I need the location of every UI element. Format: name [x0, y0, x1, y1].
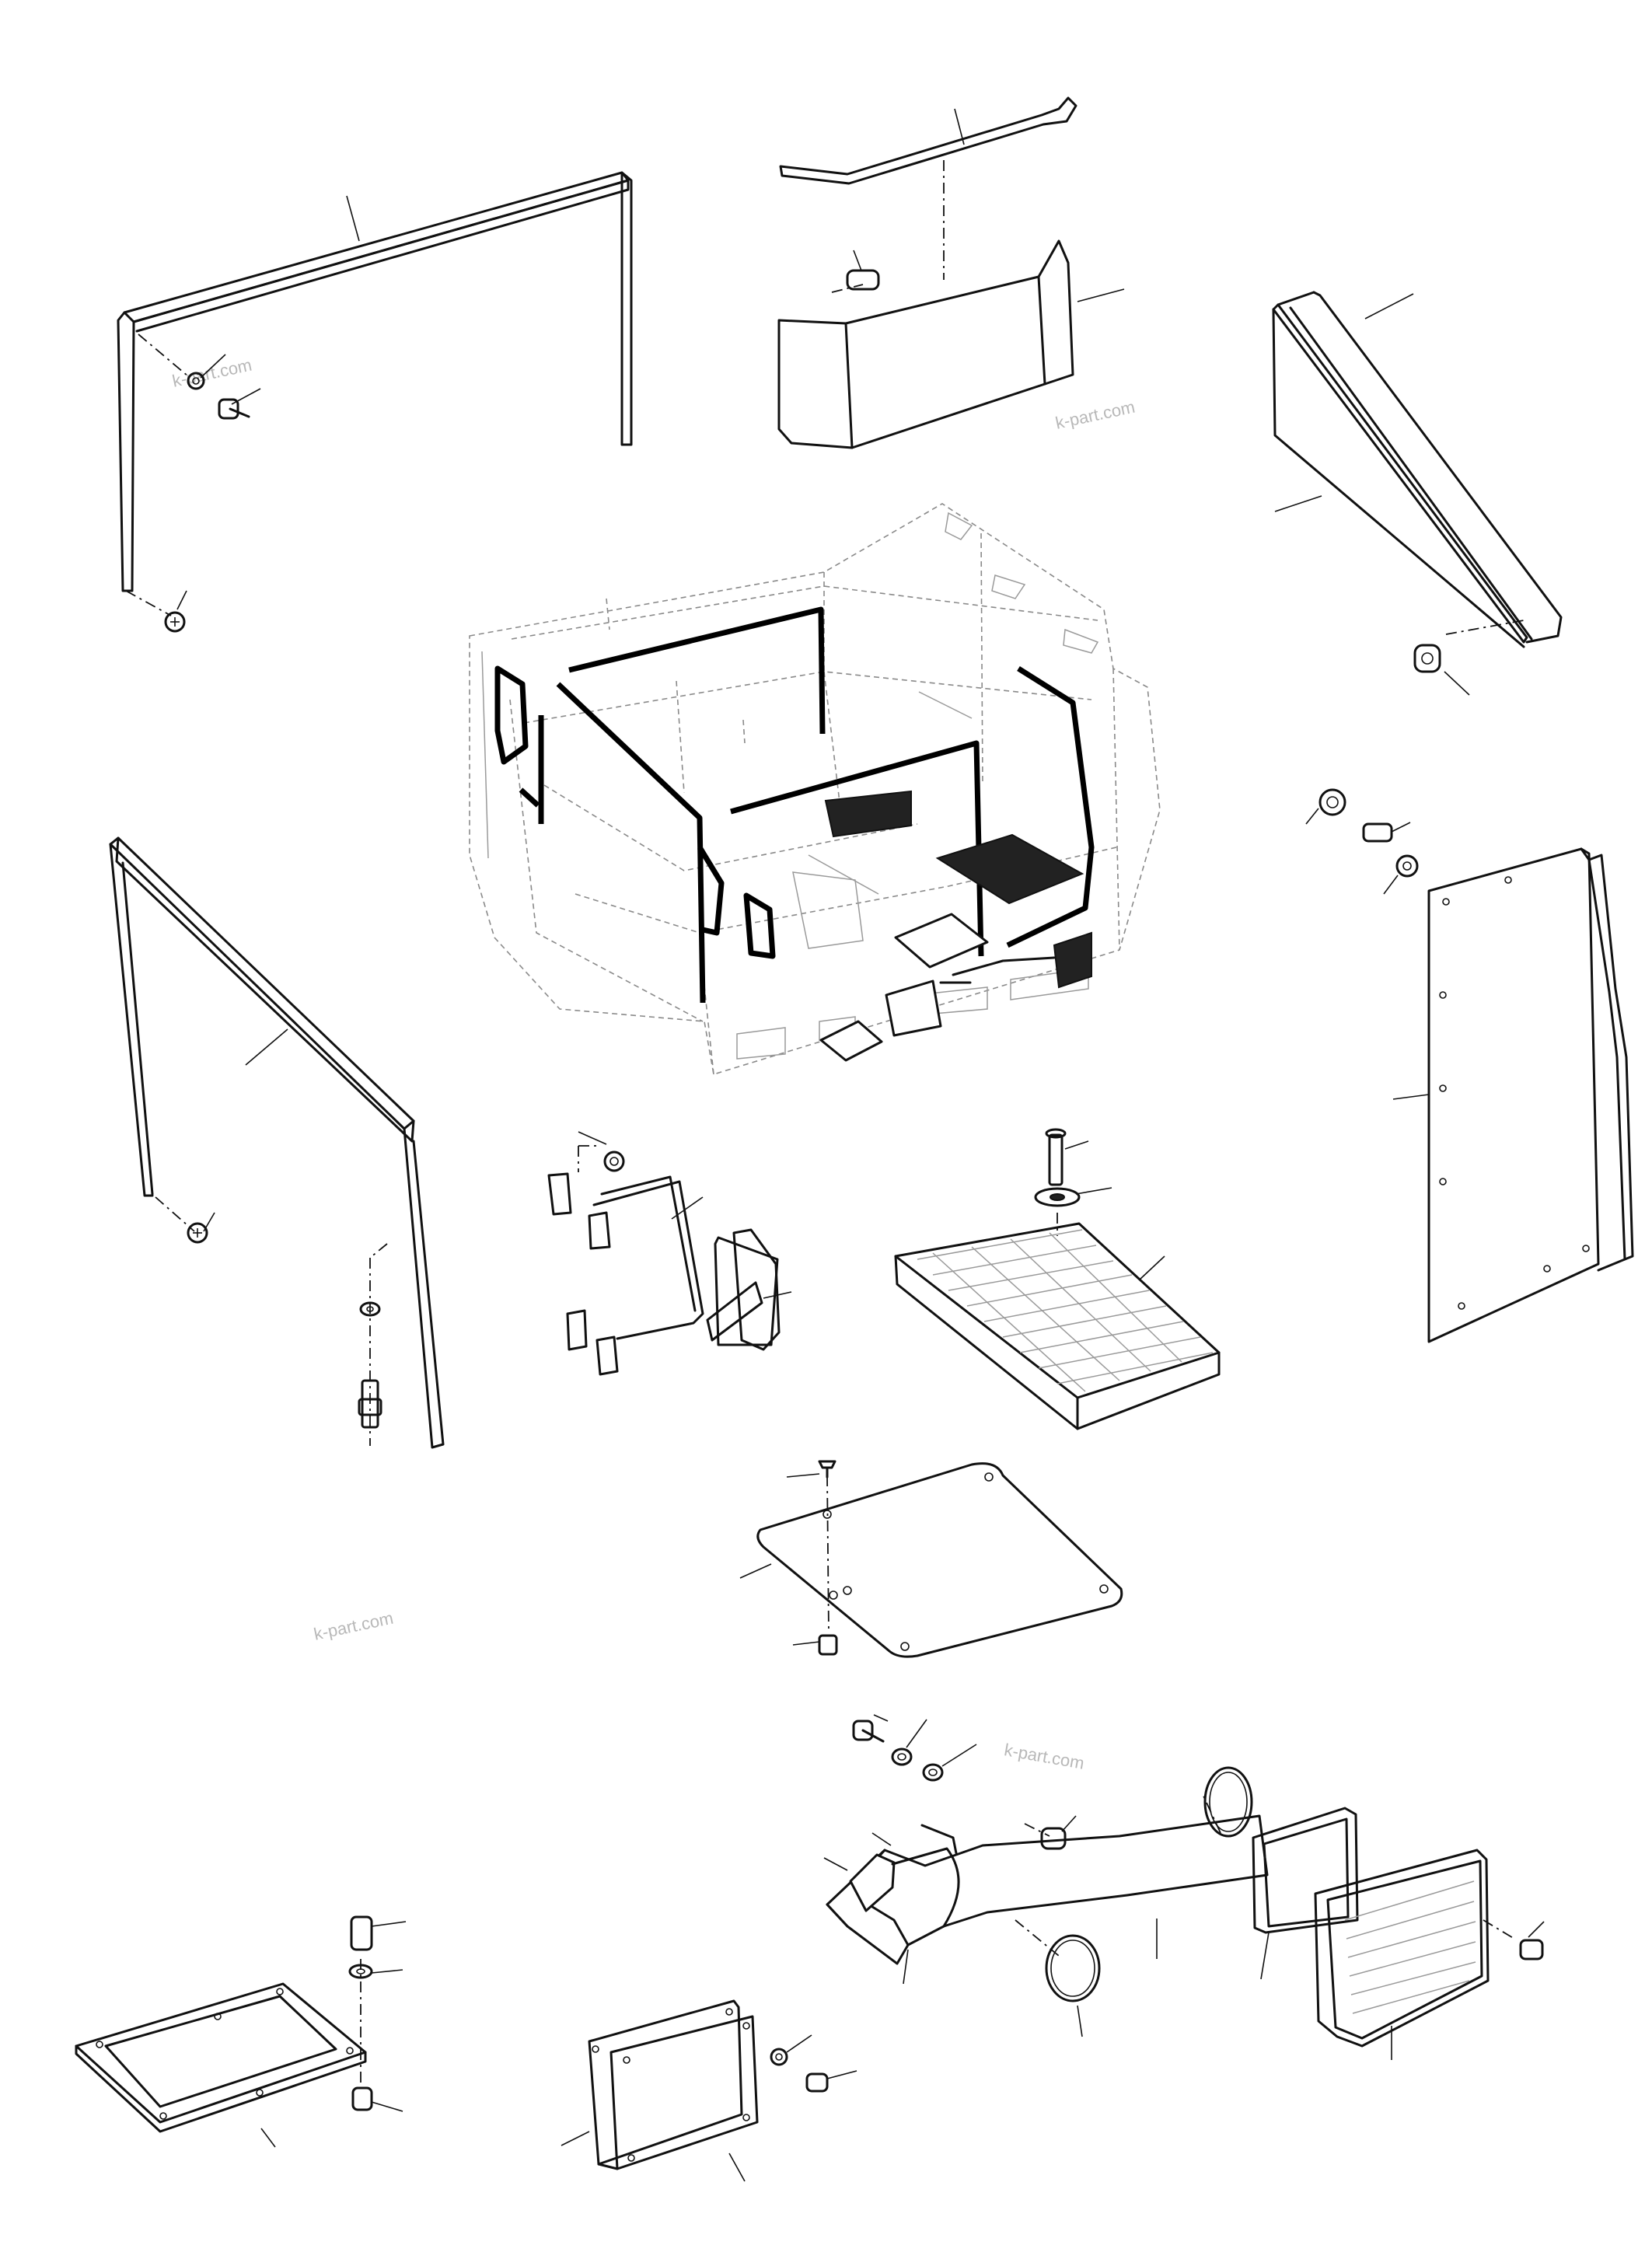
bolt-icon: [358, 1379, 382, 1429]
nut-icon: [1305, 788, 1346, 825]
bolt-icon: [818, 1460, 836, 1479]
step-plate: [894, 1213, 1221, 1430]
rain-strip: [779, 96, 1077, 280]
side-panel-top-right: [1272, 291, 1563, 696]
bolt-icon: [603, 1150, 625, 1172]
washer-icon: [891, 1719, 927, 1766]
washer-icon: [1034, 1187, 1112, 1207]
washer-icon: [922, 1744, 977, 1782]
cab-body: [469, 503, 1161, 1076]
washer-icon: [770, 2034, 812, 2066]
nut-icon: [818, 1634, 838, 1656]
washer-icon: [359, 1301, 381, 1317]
washer-icon: [187, 372, 205, 390]
bolt-icon: [1519, 1921, 1545, 1960]
bolt-icon: [852, 1714, 889, 1743]
duct-assembly: [823, 1766, 1515, 2060]
washer-icon: [1383, 854, 1419, 895]
bolt-icon: [1040, 1815, 1077, 1850]
bolt-icon: [1045, 1128, 1089, 1186]
bolt-icon: [805, 2070, 857, 2093]
cover-plate-bottom-center: [561, 1999, 759, 2182]
cover-panel-top-center: [777, 239, 1125, 449]
frame-seal-top-left: [117, 171, 633, 616]
side-panel-right: [1392, 847, 1634, 1343]
nut-icon: [351, 2086, 403, 2112]
washer-icon: [348, 1964, 403, 1979]
cab-seals: [494, 606, 1095, 1004]
bolt-icon: [350, 1915, 407, 1951]
floor-plate: [739, 1462, 1123, 1658]
cab-components: [819, 790, 1092, 1062]
inspection-cover-bottom-left: [75, 1959, 367, 2148]
bolt-icon: [846, 250, 880, 291]
bolt-icon: [164, 611, 186, 633]
bolt-icon: [187, 1222, 208, 1244]
mirror-assembly: [547, 1131, 792, 1376]
bolt-icon: [218, 398, 250, 420]
frame-seal-left: [109, 836, 445, 1449]
bolt-icon: [1362, 822, 1411, 843]
bolt-icon: [1413, 644, 1441, 673]
